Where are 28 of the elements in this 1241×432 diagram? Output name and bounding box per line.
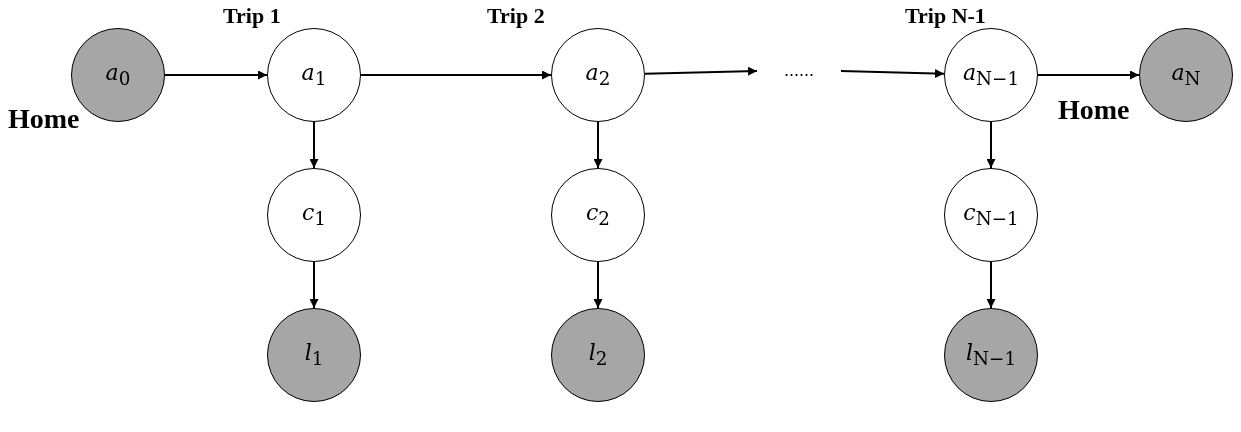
- arrow: [644, 66, 758, 76]
- arrow: [164, 70, 268, 80]
- arrow: [840, 69, 945, 79]
- node-caption: Trip N-1: [905, 3, 986, 29]
- node-label: c$_{N−1}$: [963, 200, 1019, 230]
- node-caption: Home: [8, 103, 80, 135]
- node-caption: Trip 2: [487, 3, 545, 29]
- arrow: [309, 261, 319, 309]
- node-label: l$_{2}$: [588, 340, 608, 370]
- node-label: a$_{2}$: [585, 60, 611, 90]
- arrow: [986, 261, 996, 309]
- arrow: [1037, 70, 1140, 80]
- arrow: [593, 261, 603, 309]
- arrow: [986, 121, 996, 169]
- node-caption: Trip 1: [223, 3, 281, 29]
- ellipsis-text: ......: [771, 56, 827, 84]
- arrow: [360, 70, 552, 80]
- node-label: a$_{N−1}$: [962, 60, 1020, 90]
- node-label: a$_{N}$: [1171, 60, 1201, 90]
- node-label: c$_{1}$: [302, 200, 326, 230]
- node-label: a$_{0}$: [105, 60, 131, 90]
- arrow: [593, 121, 603, 169]
- node-label: l$_{N−1}$: [965, 340, 1017, 370]
- node-label: l$_{1}$: [304, 340, 324, 370]
- node-label: a$_{1}$: [301, 60, 327, 90]
- node-caption: Home: [1058, 94, 1130, 126]
- arrow: [309, 121, 319, 169]
- node-label: c$_{2}$: [586, 200, 610, 230]
